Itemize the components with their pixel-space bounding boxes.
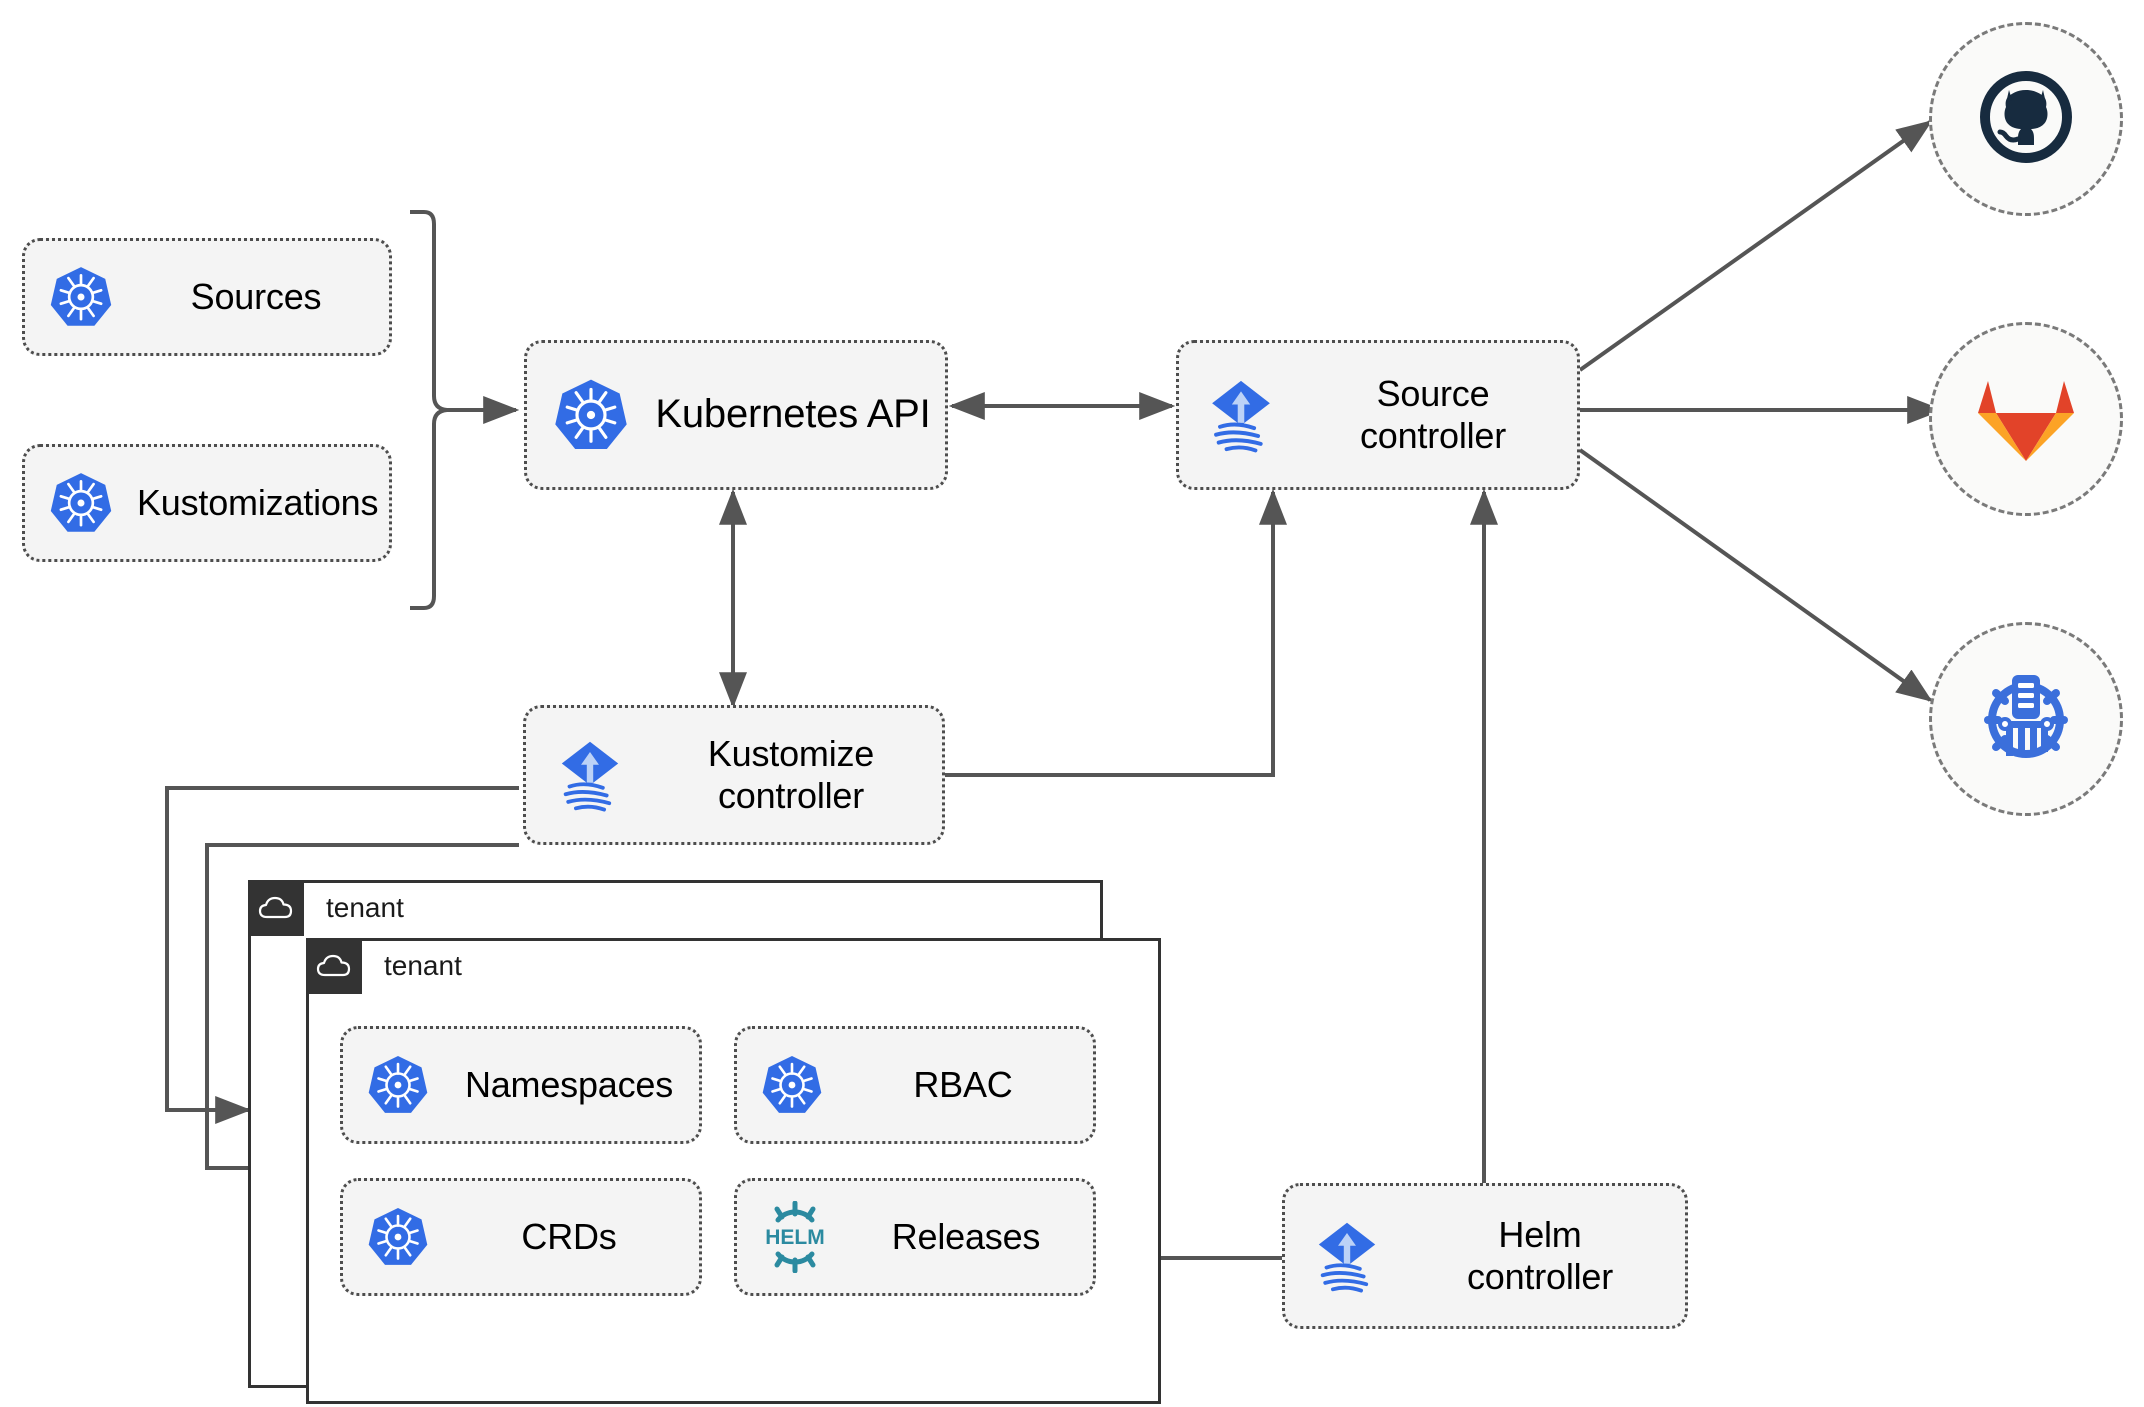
- group-brace: [410, 210, 448, 610]
- kubernetes-icon: [737, 1053, 847, 1117]
- kubernetes-icon: [25, 264, 137, 330]
- tenant-container-inner[interactable]: tenant: [306, 938, 1161, 1404]
- kubernetes-icon: [527, 376, 655, 454]
- provider-gitlab[interactable]: [1929, 322, 2123, 516]
- node-label: Namespaces: [464, 1063, 674, 1105]
- provider-helm-repository[interactable]: [1929, 622, 2123, 816]
- node-kustomizations[interactable]: Kustomizations: [22, 444, 392, 562]
- node-source-controller[interactable]: Source controller: [1176, 340, 1580, 490]
- node-label: CRDs: [521, 1215, 617, 1257]
- node-kustomize-controller[interactable]: Kustomize controller: [523, 705, 945, 845]
- node-label: Kustomize controller: [707, 732, 875, 816]
- node-label: Sources: [190, 275, 322, 317]
- flux-icon: [1285, 1215, 1409, 1297]
- node-label: Helm controller: [1466, 1213, 1614, 1297]
- gitlab-icon: [1976, 369, 2076, 470]
- node-helm-controller[interactable]: Helm controller: [1282, 1183, 1688, 1329]
- kubernetes-icon: [25, 470, 137, 536]
- node-rbac[interactable]: RBAC: [734, 1026, 1096, 1144]
- edge-sourcectl-github: [1578, 120, 1933, 372]
- node-label: Releases: [891, 1215, 1041, 1257]
- node-label: Kubernetes API: [655, 392, 931, 437]
- node-kubernetes-api[interactable]: Kubernetes API: [524, 340, 948, 490]
- tenant-label: tenant: [384, 950, 462, 981]
- flux-icon: [526, 734, 654, 816]
- node-crds[interactable]: CRDs: [340, 1178, 702, 1296]
- helm-repository-icon: [1972, 663, 2080, 776]
- svg-text:HELM: HELM: [765, 1226, 825, 1249]
- kubernetes-icon: [343, 1053, 453, 1117]
- tenant-label: tenant: [326, 892, 404, 923]
- github-icon: [1975, 66, 2077, 173]
- kubernetes-icon: [343, 1205, 453, 1269]
- tenant-header: tenant: [248, 880, 404, 936]
- cloud-icon: [248, 880, 304, 936]
- provider-github[interactable]: [1929, 22, 2123, 216]
- node-label: RBAC: [913, 1063, 1013, 1105]
- node-releases[interactable]: HELM Releases: [734, 1178, 1096, 1296]
- edge-kustomizectl-sourcectl: [945, 488, 1287, 777]
- cloud-icon: [306, 938, 362, 994]
- tenant-header: tenant: [306, 938, 462, 994]
- edge-sourcectl-helmrepo: [1578, 448, 1933, 702]
- node-label: Kustomizations: [137, 481, 379, 523]
- node-sources[interactable]: Sources: [22, 238, 392, 356]
- helm-icon: HELM: [737, 1201, 853, 1273]
- node-namespaces[interactable]: Namespaces: [340, 1026, 702, 1144]
- flux-icon: [1179, 373, 1303, 457]
- node-label: Source controller: [1359, 372, 1507, 456]
